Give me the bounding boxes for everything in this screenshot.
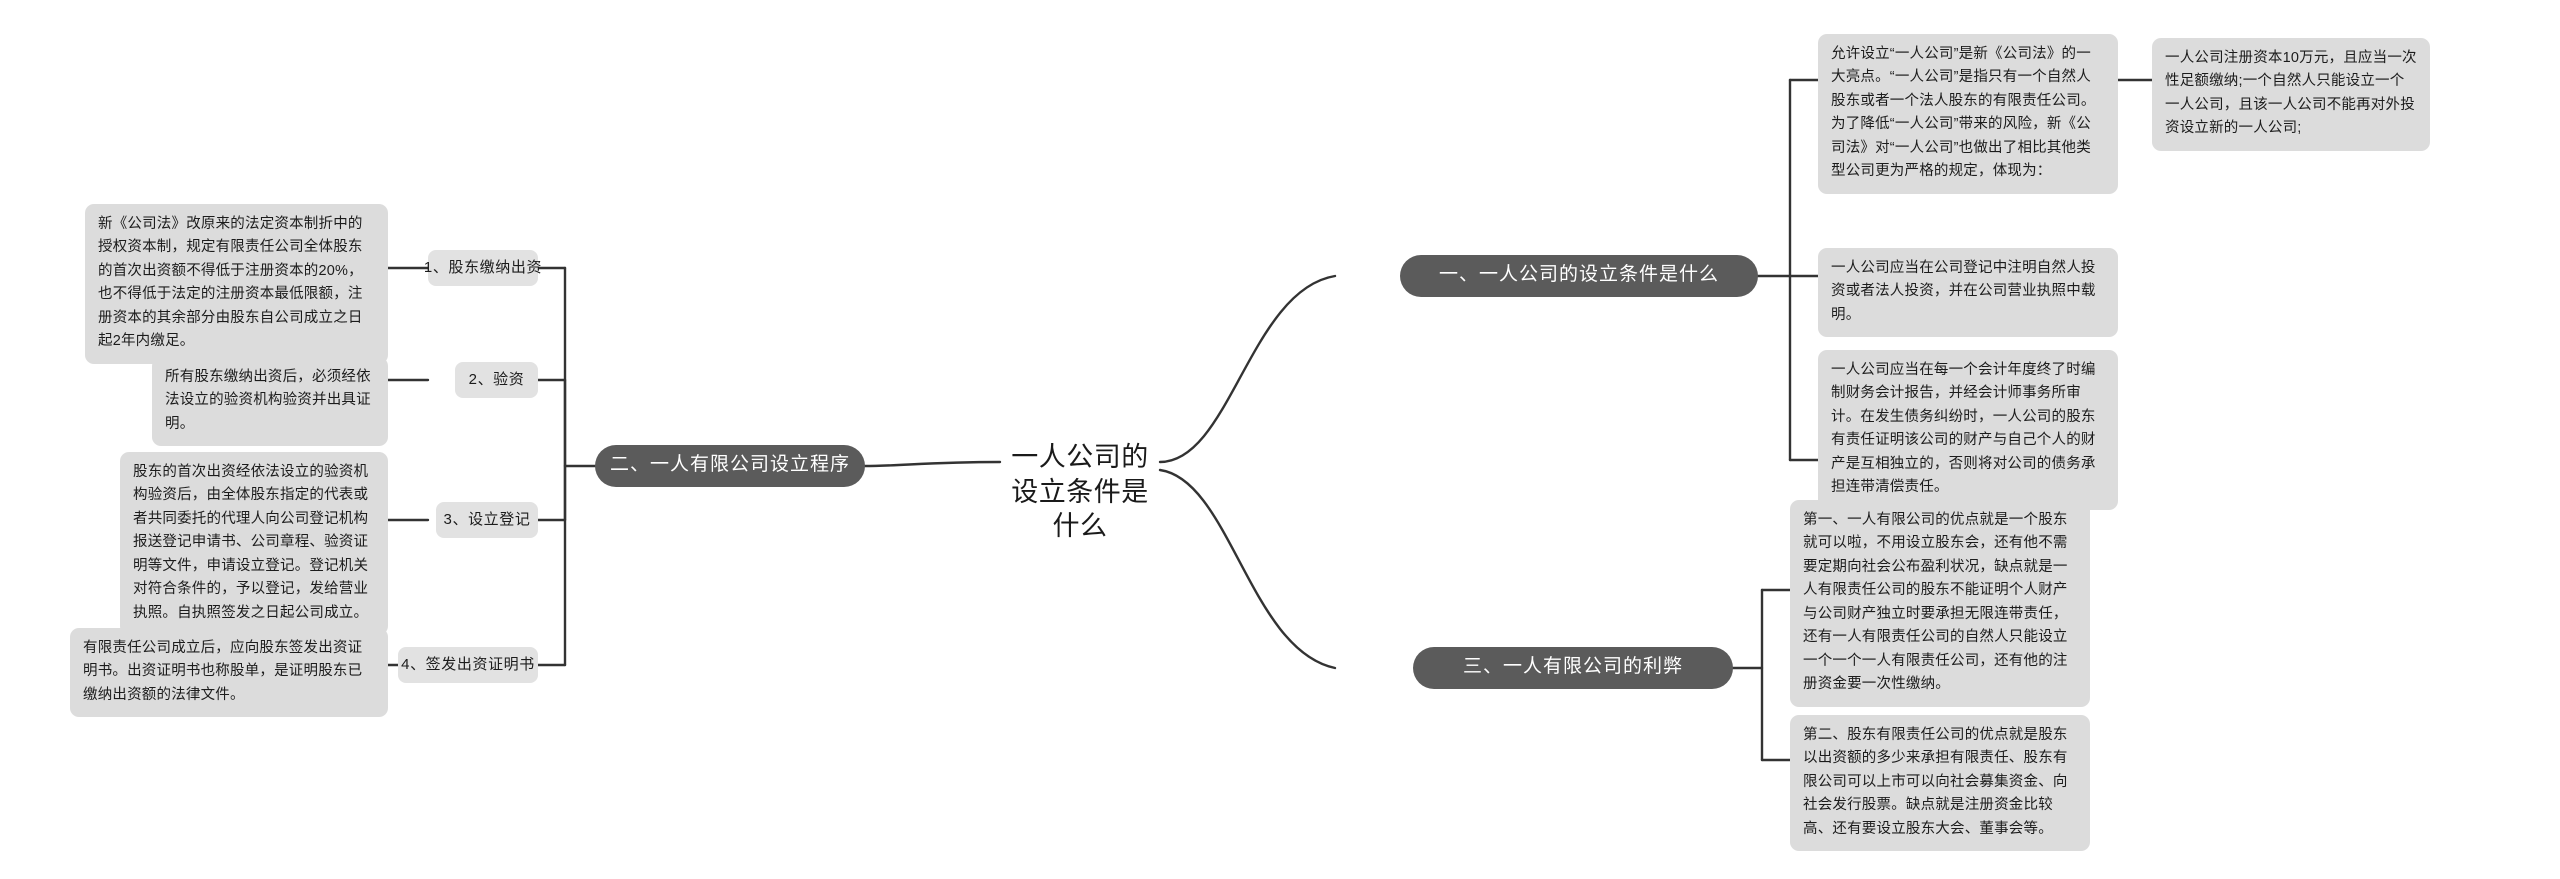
branch-2-child-3-detail[interactable]: 股东的首次出资经依法设立的验资机构验资后，由全体股东指定的代表或者共同委托的代理… <box>120 452 388 636</box>
edge-root-branch3 <box>1158 468 1337 670</box>
edge-root-branch2 <box>863 460 1002 468</box>
branch-2-child-3-label: 3、设立登记 <box>443 510 531 528</box>
branch-1-child-1-text: 允许设立“一人公司”是新《公司法》的一大亮点。“一人公司”是指只有一个自然人股东… <box>1831 46 2096 180</box>
branch-node-1[interactable]: 一、一人公司的设立条件是什么 <box>1400 255 1758 297</box>
branch-2-child-4-label: 4、签发出资证明书 <box>401 655 535 673</box>
branch-1-child-2[interactable]: 一人公司应当在公司登记中注明自然人投资或者法人投资，并在公司营业执照中载明。 <box>1818 248 2118 338</box>
branch-3-child-2[interactable]: 第二、股东有限责任公司的优点就是股东以出资额的多少来承担有限责任、股东有限公司可… <box>1790 715 2090 852</box>
branch-3-child-1-text: 第一、一人有限公司的优点就是一个股东就可以啦，不用设立股东会，还有他不需要定期向… <box>1803 512 2068 693</box>
branch-node-2[interactable]: 二、一人有限公司设立程序 <box>595 445 865 487</box>
edge-root-branch1 <box>1158 274 1337 464</box>
branch-3-child-2-text: 第二、股东有限责任公司的优点就是股东以出资额的多少来承担有限责任、股东有限公司可… <box>1803 727 2068 837</box>
branch-1-child-1-grandchild-1[interactable]: 一人公司注册资本10万元，且应当一次性足额缴纳;一个自然人只能设立一个一人公司，… <box>2152 38 2430 151</box>
branch-2-child-3-detail-text: 股东的首次出资经依法设立的验资机构验资后，由全体股东指定的代表或者共同委托的代理… <box>133 464 369 621</box>
branch-2-child-1-detail-text: 新《公司法》改原来的法定资本制折中的授权资本制，规定有限责任公司全体股东的首次出… <box>98 216 363 350</box>
branch-2-child-2-label: 2、验资 <box>468 370 525 388</box>
branch-node-3-label: 三、一人有限公司的利弊 <box>1462 656 1683 678</box>
branch-2-child-2-detail[interactable]: 所有股东缴纳出资后，必须经依法设立的验资机构验资并出具证明。 <box>152 357 388 447</box>
branch-1-child-3[interactable]: 一人公司应当在每一个会计年度终了时编制财务会计报告，并经会计师事务所审计。在发生… <box>1818 350 2118 510</box>
root-node[interactable]: 一人公司的设立条件是什么 <box>1000 440 1160 544</box>
root-title-text: 一人公司的设立条件是什么 <box>1011 442 1149 542</box>
branch-node-2-label: 二、一人有限公司设立程序 <box>610 454 851 476</box>
branch-3-child-1[interactable]: 第一、一人有限公司的优点就是一个股东就可以啦，不用设立股东会，还有他不需要定期向… <box>1790 500 2090 707</box>
branch-2-child-1-chip[interactable]: 1、股东缴纳出资 <box>424 250 541 286</box>
branch-1-child-1-grandchild-1-text: 一人公司注册资本10万元，且应当一次性足额缴纳;一个自然人只能设立一个一人公司，… <box>2165 50 2417 137</box>
branch-2-child-4-detail-text: 有限责任公司成立后，应向股东签发出资证明书。出资证明书也称股单，是证明股东已缴纳… <box>83 640 363 703</box>
branch-1-child-3-text: 一人公司应当在每一个会计年度终了时编制财务会计报告，并经会计师事务所审计。在发生… <box>1831 362 2096 496</box>
branch-2-child-2-chip[interactable]: 2、验资 <box>455 362 538 398</box>
branch-2-child-3-chip[interactable]: 3、设立登记 <box>436 502 538 538</box>
branch-2-child-2-detail-text: 所有股东缴纳出资后，必须经依法设立的验资机构验资并出具证明。 <box>165 369 371 432</box>
branch-1-child-1[interactable]: 允许设立“一人公司”是新《公司法》的一大亮点。“一人公司”是指只有一个自然人股东… <box>1818 34 2118 194</box>
branch-2-child-4-detail[interactable]: 有限责任公司成立后，应向股东签发出资证明书。出资证明书也称股单，是证明股东已缴纳… <box>70 628 388 718</box>
branch-2-child-1-detail[interactable]: 新《公司法》改原来的法定资本制折中的授权资本制，规定有限责任公司全体股东的首次出… <box>85 204 388 364</box>
branch-2-child-4-chip[interactable]: 4、签发出资证明书 <box>398 647 538 683</box>
branch-2-child-1-label: 1、股东缴纳出资 <box>423 258 543 276</box>
branch-node-1-label: 一、一人公司的设立条件是什么 <box>1438 264 1719 286</box>
branch-node-3[interactable]: 三、一人有限公司的利弊 <box>1413 647 1733 689</box>
branch-1-child-2-text: 一人公司应当在公司登记中注明自然人投资或者法人投资，并在公司营业执照中载明。 <box>1831 260 2096 323</box>
